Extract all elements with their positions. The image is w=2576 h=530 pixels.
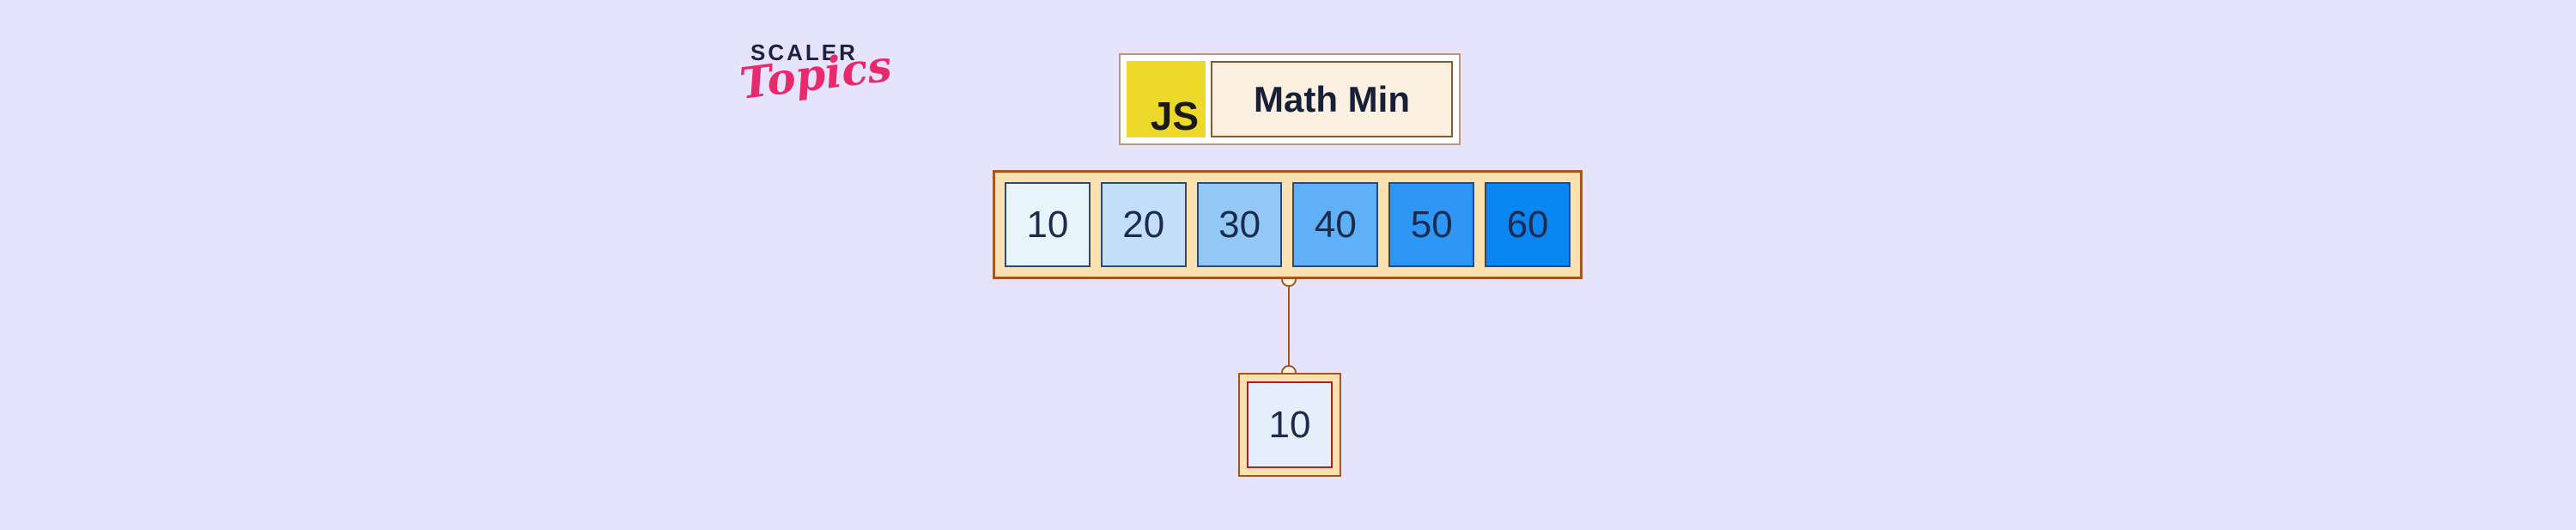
js-logo-icon: JS	[1127, 61, 1206, 137]
array-cell-5: 60	[1485, 182, 1571, 267]
array-cell-2: 30	[1196, 182, 1283, 267]
array-container: 10 20 30 40 50 60	[993, 170, 1583, 279]
array-cell-3: 40	[1292, 182, 1379, 267]
result-box: 10	[1238, 373, 1341, 477]
logo-brand-text: SCALER	[750, 40, 858, 65]
title-panel: JS Math Min	[1119, 53, 1461, 145]
result-value: 10	[1247, 381, 1333, 468]
array-cell-1: 20	[1100, 182, 1187, 267]
scaler-topics-logo: SCALER Topics	[737, 40, 894, 109]
array-cell-0: 10	[1005, 182, 1091, 267]
connector-line	[1288, 279, 1290, 373]
array-cell-4: 50	[1388, 182, 1475, 267]
page-title: Math Min	[1211, 61, 1453, 137]
